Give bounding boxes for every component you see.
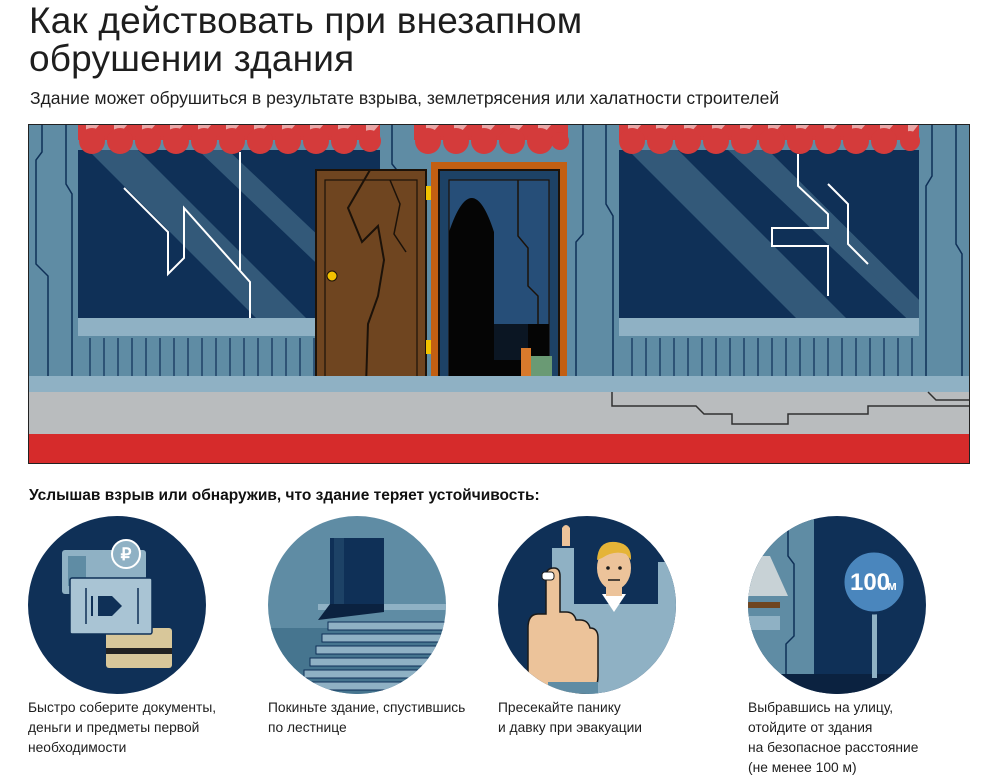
cracked-door <box>315 169 432 393</box>
step-caption-3-line-2: и давку при эвакуации <box>498 720 643 735</box>
step-caption-2-line-1: Покиньте здание, спустившись <box>268 700 466 715</box>
title-line-2: обрушении здания <box>29 38 355 79</box>
step-caption-2-line-2: по лестнице <box>268 720 347 735</box>
title-line-1: Как действовать при внезапном <box>29 0 583 41</box>
sign-distance-value: 100 <box>850 569 890 596</box>
step-card-3: Пресекайте панику и давку при эвакуации <box>498 516 698 738</box>
step-caption-1: Быстро соберите документы, деньги и пред… <box>28 698 228 758</box>
calm-person-icon <box>498 516 676 694</box>
right-shop-window <box>619 150 919 392</box>
awning-center <box>414 124 569 154</box>
step-caption-1-line-3: необходимости <box>28 740 127 755</box>
step-caption-4-line-3: на безопасное расстояние <box>748 740 919 755</box>
sign-distance-unit: м <box>887 578 897 593</box>
documents-money-icon: ₽ <box>28 516 206 694</box>
page-title: Как действовать при внезапном обрушении … <box>29 2 929 78</box>
step-caption-4-line-4: (не менее 100 м) <box>748 760 857 775</box>
page-subtitle: Здание может обрушиться в результате взр… <box>30 88 780 108</box>
step-card-4: 100 м Выбравшись на улицу, отойдите от з… <box>748 516 948 778</box>
step-card-1: ₽ Быстро соберите документы, деньги и пр… <box>28 516 228 758</box>
open-doorway <box>431 162 567 393</box>
collapsing-building-illustration <box>28 124 970 464</box>
step-card-2: Покиньте здание, спустившись по лестнице <box>268 516 468 738</box>
door-knob-icon <box>326 270 338 282</box>
section-heading: Услышав взрыв или обнаружив, что здание … <box>29 487 540 504</box>
step-caption-4-line-2: отойдите от здания <box>748 720 873 735</box>
red-curb <box>28 434 970 464</box>
awning-left <box>78 124 381 154</box>
step-caption-1-line-2: деньги и предметы первой <box>28 720 200 735</box>
step-caption-3: Пресекайте панику и давку при эвакуации <box>498 698 698 738</box>
step-caption-2: Покиньте здание, спустившись по лестнице <box>268 698 468 738</box>
distance-sign-icon: 100 м <box>748 516 926 694</box>
staircase-icon <box>268 516 446 694</box>
sidewalk <box>28 392 970 434</box>
step-caption-3-line-1: Пресекайте панику <box>498 700 621 715</box>
step-caption-4-line-1: Выбравшись на улицу, <box>748 700 894 715</box>
svg-text:₽: ₽ <box>121 545 132 564</box>
awning-right <box>619 124 920 154</box>
step-caption-1-line-1: Быстро соберите документы, <box>28 700 217 715</box>
step-caption-4: Выбравшись на улицу, отойдите от здания … <box>748 698 948 778</box>
